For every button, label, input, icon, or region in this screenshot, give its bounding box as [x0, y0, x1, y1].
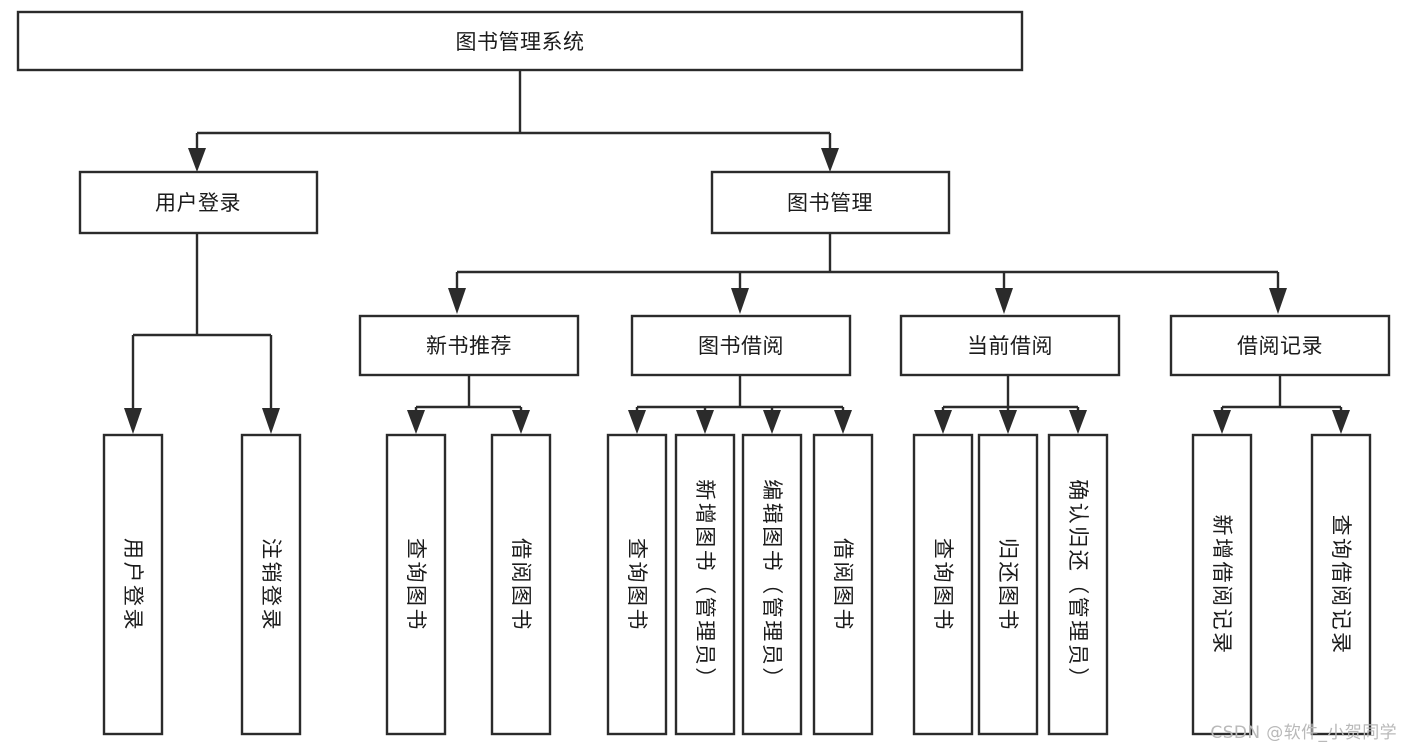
node-user-login-box[interactable]: [78, 170, 319, 235]
node-leaf-edit-book[interactable]: 编辑图书（管理员）: [741, 433, 803, 736]
node-root[interactable]: 图书管理系统: [16, 10, 1024, 72]
node-leaf-borrow-book-1-box[interactable]: [490, 433, 552, 736]
node-current-borrow[interactable]: 当前借阅: [899, 314, 1121, 377]
node-leaf-query-book-1[interactable]: 查询图书: [385, 433, 447, 736]
node-leaf-query-record-box[interactable]: [1310, 433, 1372, 736]
arrowhead-leaf-borrow-book-1: [512, 410, 530, 434]
node-borrow-record[interactable]: 借阅记录: [1169, 314, 1391, 377]
arrowhead-leaf-return-book: [999, 410, 1017, 434]
node-leaf-return-book[interactable]: 归还图书: [977, 433, 1039, 736]
node-leaf-user-logout-box[interactable]: [240, 433, 302, 736]
node-leaf-confirm-return-label: 确认归还（管理员）: [1066, 479, 1090, 691]
node-leaf-borrow-book-2-label: 借阅图书: [831, 538, 855, 632]
node-book-manage-box[interactable]: [710, 170, 951, 235]
node-leaf-borrow-book-2-box[interactable]: [812, 433, 874, 736]
arrowhead-new-book-rec: [448, 288, 466, 314]
node-new-book-rec[interactable]: 新书推荐: [358, 314, 580, 377]
node-leaf-return-book-label: 归还图书: [996, 538, 1020, 632]
node-leaf-query-book-3-box[interactable]: [912, 433, 974, 736]
node-current-borrow-box[interactable]: [899, 314, 1121, 377]
node-leaf-user-logout-label: 注销登录: [259, 538, 283, 632]
arrowhead-book-borrow: [731, 288, 749, 314]
node-leaf-query-book-3[interactable]: 查询图书: [912, 433, 974, 736]
connector-layer: [124, 70, 1350, 434]
node-leaf-edit-book-label: 编辑图书（管理员）: [760, 479, 784, 691]
arrowhead-leaf-borrow-book-2: [834, 410, 852, 434]
node-leaf-user-login-label: 用户登录: [121, 538, 145, 632]
arrowhead-leaf-query-book-3: [934, 410, 952, 434]
node-book-manage[interactable]: 图书管理: [710, 170, 951, 235]
arrowhead-leaf-query-book-2: [628, 410, 646, 434]
node-book-manage-label: 图书管理: [787, 191, 873, 215]
csdn-watermark: CSDN @软件_小贺同学: [1210, 723, 1397, 743]
node-current-borrow-label: 当前借阅: [967, 334, 1053, 358]
node-leaf-user-logout[interactable]: 注销登录: [240, 433, 302, 736]
node-leaf-edit-book-box[interactable]: [741, 433, 803, 736]
node-book-borrow-box[interactable]: [630, 314, 852, 377]
node-leaf-query-book-1-label: 查询图书: [404, 538, 428, 632]
arrowhead-leaf-confirm-return: [1069, 410, 1087, 434]
node-book-borrow[interactable]: 图书借阅: [630, 314, 852, 377]
node-leaf-user-login[interactable]: 用户登录: [102, 433, 164, 736]
node-new-book-rec-label: 新书推荐: [426, 334, 512, 358]
node-root-box[interactable]: [16, 10, 1024, 72]
node-user-login-label: 用户登录: [155, 191, 241, 215]
node-leaf-return-book-box[interactable]: [977, 433, 1039, 736]
node-borrow-record-label: 借阅记录: [1237, 334, 1323, 358]
arrowhead-current-borrow: [995, 288, 1013, 314]
arrowhead-book-manage: [821, 148, 839, 172]
node-leaf-user-login-box[interactable]: [102, 433, 164, 736]
node-leaf-query-book-3-label: 查询图书: [931, 538, 955, 632]
node-user-login[interactable]: 用户登录: [78, 170, 319, 235]
arrowhead-leaf-query-record: [1332, 410, 1350, 434]
node-leaf-borrow-book-1-label: 借阅图书: [509, 538, 533, 632]
node-leaf-borrow-book-2[interactable]: 借阅图书: [812, 433, 874, 736]
node-root-label: 图书管理系统: [456, 30, 585, 54]
node-book-borrow-label: 图书借阅: [698, 334, 784, 358]
node-leaf-confirm-return-box[interactable]: [1047, 433, 1109, 736]
node-leaf-add-record-label: 新增借阅记录: [1210, 515, 1234, 656]
node-leaf-query-book-2[interactable]: 查询图书: [606, 433, 668, 736]
node-leaf-add-book-box[interactable]: [674, 433, 736, 736]
node-borrow-record-box[interactable]: [1169, 314, 1391, 377]
arrowhead-leaf-user-login: [124, 408, 142, 434]
node-leaf-query-record[interactable]: 查询借阅记录: [1310, 433, 1372, 736]
node-leaf-add-book-label: 新增图书（管理员）: [693, 479, 717, 691]
arrowhead-user-login: [188, 148, 206, 172]
node-leaf-confirm-return[interactable]: 确认归还（管理员）: [1047, 433, 1109, 736]
arrowhead-leaf-add-book: [696, 410, 714, 434]
node-leaf-add-record[interactable]: 新增借阅记录: [1191, 433, 1253, 736]
arrowhead-leaf-edit-book: [763, 410, 781, 434]
node-leaf-add-record-box[interactable]: [1191, 433, 1253, 736]
node-leaf-query-book-2-label: 查询图书: [625, 538, 649, 632]
node-new-book-rec-box[interactable]: [358, 314, 580, 377]
node-leaf-add-book[interactable]: 新增图书（管理员）: [674, 433, 736, 736]
arrowhead-borrow-record: [1269, 288, 1287, 314]
node-leaf-query-book-2-box[interactable]: [606, 433, 668, 736]
node-leaf-query-record-label: 查询借阅记录: [1329, 515, 1353, 656]
node-leaf-borrow-book-1[interactable]: 借阅图书: [490, 433, 552, 736]
arrowhead-leaf-user-logout: [262, 408, 280, 434]
arrowhead-leaf-query-book-1: [407, 410, 425, 434]
node-leaf-query-book-1-box[interactable]: [385, 433, 447, 736]
arrowhead-leaf-add-record: [1213, 410, 1231, 434]
